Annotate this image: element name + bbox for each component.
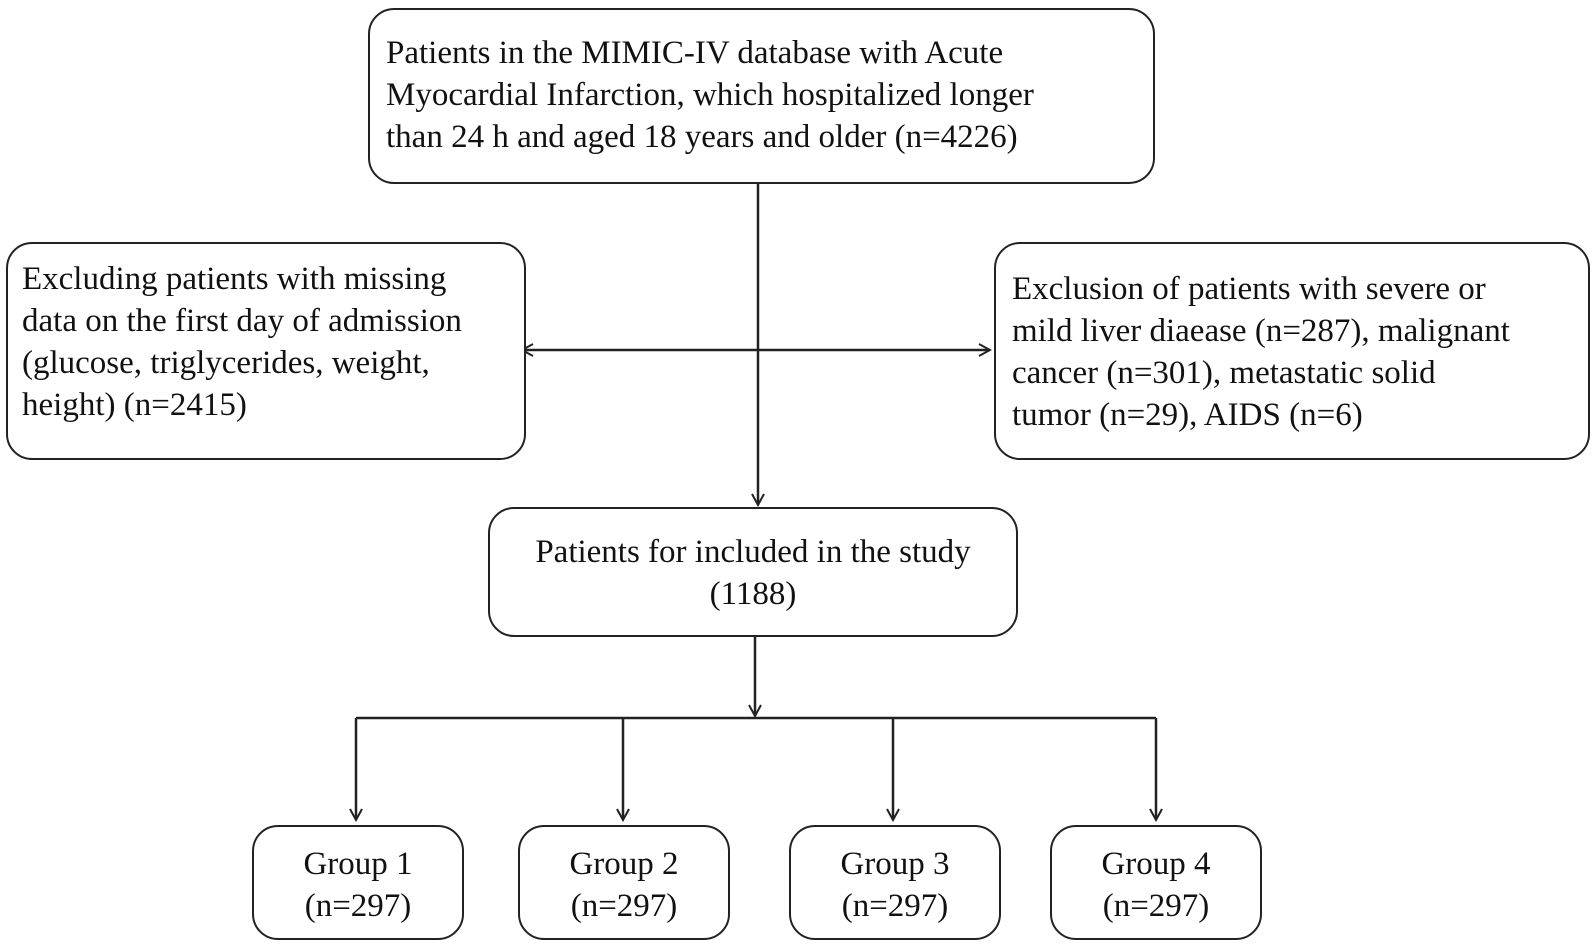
source-population-line: Patients in the MIMIC-IV database with A… xyxy=(386,35,1004,71)
right-exclusion-line: mild liver diaease (n=287), malignant xyxy=(1012,313,1510,349)
left-exclusion-line: height) (n=2415) xyxy=(22,387,247,423)
group-name: Group 3 xyxy=(840,846,950,882)
group-3-box: Group 3 (n=297) xyxy=(789,825,1001,940)
left-exclusion-line: data on the first day of admission xyxy=(22,303,462,339)
group-2-box: Group 2 (n=297) xyxy=(518,825,730,940)
left-exclusion-line: Excluding patients with missing xyxy=(22,261,447,297)
included-study-line: (1188) xyxy=(709,576,797,612)
group-1-box: Group 1 (n=297) xyxy=(252,825,464,940)
right-exclusion-line: cancer (n=301), metastatic solid xyxy=(1012,355,1436,391)
source-population-line: Myocardial Infarction, which hospitalize… xyxy=(386,77,1034,113)
group-name: Group 4 xyxy=(1101,846,1211,882)
left-exclusion-box: Excluding patients with missing data on … xyxy=(6,242,526,460)
group-count: (n=297) xyxy=(304,888,412,924)
included-study-box: Patients for included in the study (1188… xyxy=(488,507,1018,637)
group-4-box: Group 4 (n=297) xyxy=(1050,825,1262,940)
right-exclusion-box: Exclusion of patients with severe or mil… xyxy=(994,242,1590,460)
source-population-box: Patients in the MIMIC-IV database with A… xyxy=(368,8,1155,184)
group-name: Group 2 xyxy=(569,846,679,882)
included-study-line: Patients for included in the study xyxy=(535,534,971,570)
group-count: (n=297) xyxy=(841,888,949,924)
group-count: (n=297) xyxy=(1102,888,1210,924)
source-population-line: than 24 h and aged 18 years and older (n… xyxy=(386,119,1018,155)
group-name: Group 1 xyxy=(303,846,413,882)
left-exclusion-line: (glucose, triglycerides, weight, xyxy=(22,345,430,381)
group-count: (n=297) xyxy=(570,888,678,924)
right-exclusion-line: tumor (n=29), AIDS (n=6) xyxy=(1012,397,1363,433)
right-exclusion-line: Exclusion of patients with severe or xyxy=(1012,271,1486,307)
